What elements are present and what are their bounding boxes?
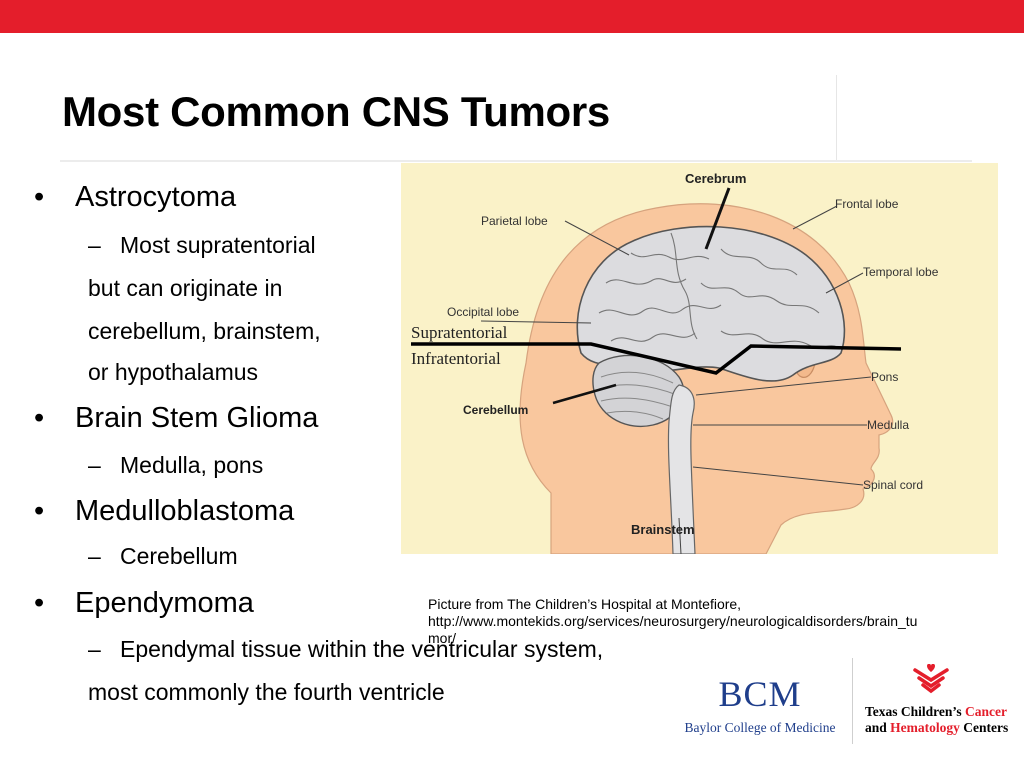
brain-diagram: Cerebrum Parietal lobe Frontal lobe Temp…	[401, 163, 998, 554]
bcm-logo-mark: BCM	[718, 674, 802, 714]
bcm-logo: BCM Baylor College of Medicine	[680, 676, 840, 736]
sub-bullet-dash: –	[88, 636, 101, 662]
bullet-dot: •	[34, 181, 45, 213]
sub-bullet-continuation: or hypothalamus	[88, 359, 259, 385]
tentorium-line	[411, 342, 902, 375]
sub-bullet-dash: –	[88, 543, 101, 569]
sub-bullet-continuation: cerebellum, brainstem,	[88, 318, 321, 344]
tch-text-part: Cancer	[965, 704, 1008, 719]
brainstem-shape	[667, 384, 696, 554]
label-cerebrum: Cerebrum	[685, 171, 746, 186]
label-occipital-lobe: Occipital lobe	[447, 305, 519, 319]
label-frontal-lobe: Frontal lobe	[835, 197, 899, 211]
logo-divider	[852, 658, 853, 744]
header-divider	[836, 75, 837, 160]
tch-hearts-icon	[913, 664, 949, 694]
caption-url-line: http://www.montekids.org/services/neuros…	[428, 613, 918, 629]
label-temporal-lobe: Temporal lobe	[863, 265, 939, 279]
tch-text-part: Texas Children’s	[865, 704, 966, 719]
label-infratentorial: Infratentorial	[411, 349, 501, 368]
caption-line: Picture from The Children’s Hospital at …	[428, 596, 742, 612]
label-medulla: Medulla	[867, 418, 909, 432]
bcm-logo-name: Baylor College of Medicine	[684, 720, 836, 735]
bullet-text: Ependymoma	[75, 587, 254, 619]
bullet-dot: •	[34, 402, 45, 434]
label-spinal-cord: Spinal cord	[863, 478, 923, 492]
sub-bullet-dash: –	[88, 452, 101, 478]
tch-text-part: Centers	[959, 720, 1009, 735]
sub-bullet-text: Ependymal tissue within the ventricular …	[120, 636, 604, 662]
bullet-text: Medulloblastoma	[75, 495, 295, 527]
bullet-dot: •	[34, 495, 45, 527]
sub-bullet-text: Medulla, pons	[120, 452, 264, 478]
bullet-dot: •	[34, 587, 45, 619]
slide-title: Most Common CNS Tumors	[62, 88, 610, 135]
caption-url-line: mor/	[428, 630, 456, 646]
bullet-text: Astrocytoma	[75, 181, 237, 213]
sub-bullet-dash: –	[88, 232, 101, 258]
top-accent-bar	[0, 0, 1024, 33]
sub-bullet-continuation: most commonly the fourth ventricle	[88, 679, 445, 705]
label-pons: Pons	[871, 370, 898, 384]
tch-text-part: and	[865, 720, 891, 735]
label-brainstem: Brainstem	[631, 522, 695, 537]
sub-bullet-text: Most supratentorial	[120, 232, 316, 258]
label-cerebellum: Cerebellum	[463, 403, 528, 417]
label-parietal-lobe: Parietal lobe	[481, 214, 548, 228]
figure-caption: Picture from The Children’s Hospital at …	[428, 596, 980, 647]
sub-bullet-text: Cerebellum	[120, 543, 238, 569]
label-supratentorial: Supratentorial	[411, 323, 508, 342]
sub-bullet-continuation: but can originate in	[88, 275, 283, 301]
tch-logo-text: Texas Children’s Cancer and Hematology C…	[865, 704, 1008, 736]
tch-text-part: Hematology	[890, 720, 960, 735]
bullet-text: Brain Stem Glioma	[75, 402, 319, 434]
title-rule	[60, 160, 972, 162]
